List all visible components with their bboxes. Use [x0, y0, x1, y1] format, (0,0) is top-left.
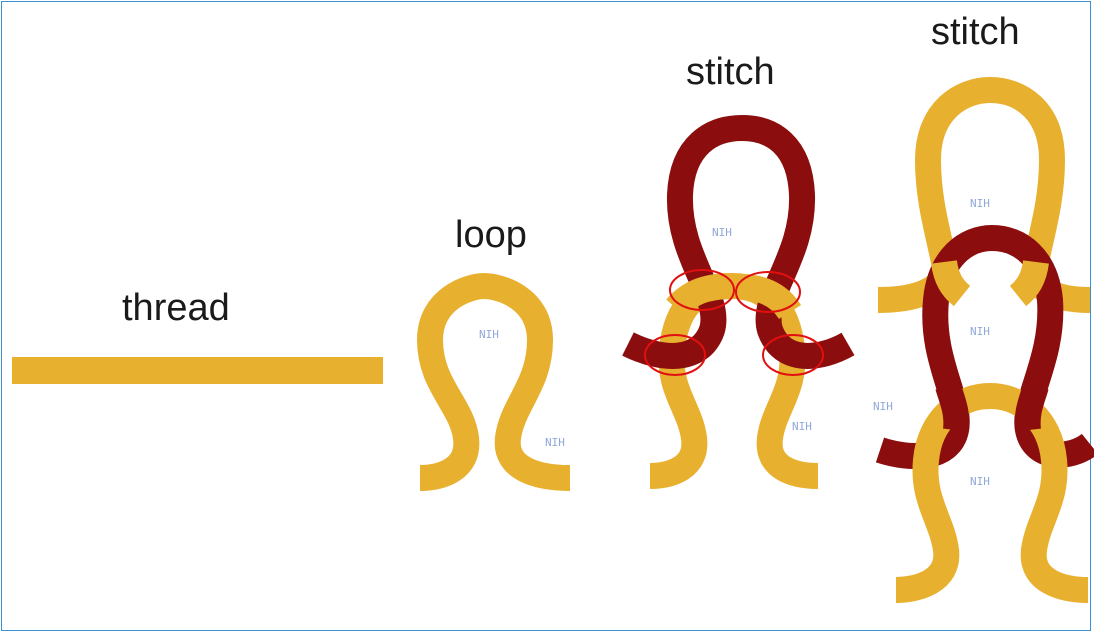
watermark-mark: NIH — [545, 436, 565, 449]
watermark-mark: NIH — [792, 420, 812, 433]
chain-gold-bottom-loop — [896, 396, 1088, 590]
chain-red-overlap — [1028, 386, 1036, 430]
thread-label: thread — [122, 287, 230, 329]
stitch-red-loop — [628, 128, 848, 356]
chain-gold-overlap — [1018, 262, 1036, 296]
watermark-mark: NIH — [970, 197, 990, 210]
stitch-right-group: stitch NIH NIH NIH NIH — [873, 11, 1090, 590]
loop-label: loop — [455, 214, 527, 256]
stitch-middle-label: stitch — [686, 51, 775, 93]
watermark-mark: NIH — [479, 328, 499, 341]
watermark-mark: NIH — [970, 325, 990, 338]
stitch-middle-group: stitch NIH NIH — [628, 51, 848, 476]
chain-gold-top-loop — [878, 90, 1090, 300]
loop-strand — [420, 286, 570, 478]
stitch-right-label: stitch — [931, 11, 1020, 53]
thread-group: thread — [12, 287, 383, 384]
chain-red-overlap — [948, 386, 956, 430]
watermark-mark: NIH — [873, 400, 893, 413]
watermark-mark: NIH — [970, 475, 990, 488]
stitch-gold-loop — [650, 286, 818, 476]
chain-red-middle-loop — [880, 238, 1090, 456]
loop-group: loop NIH NIH — [420, 214, 570, 478]
watermark-mark: NIH — [712, 226, 732, 239]
thread-strand — [12, 357, 383, 384]
